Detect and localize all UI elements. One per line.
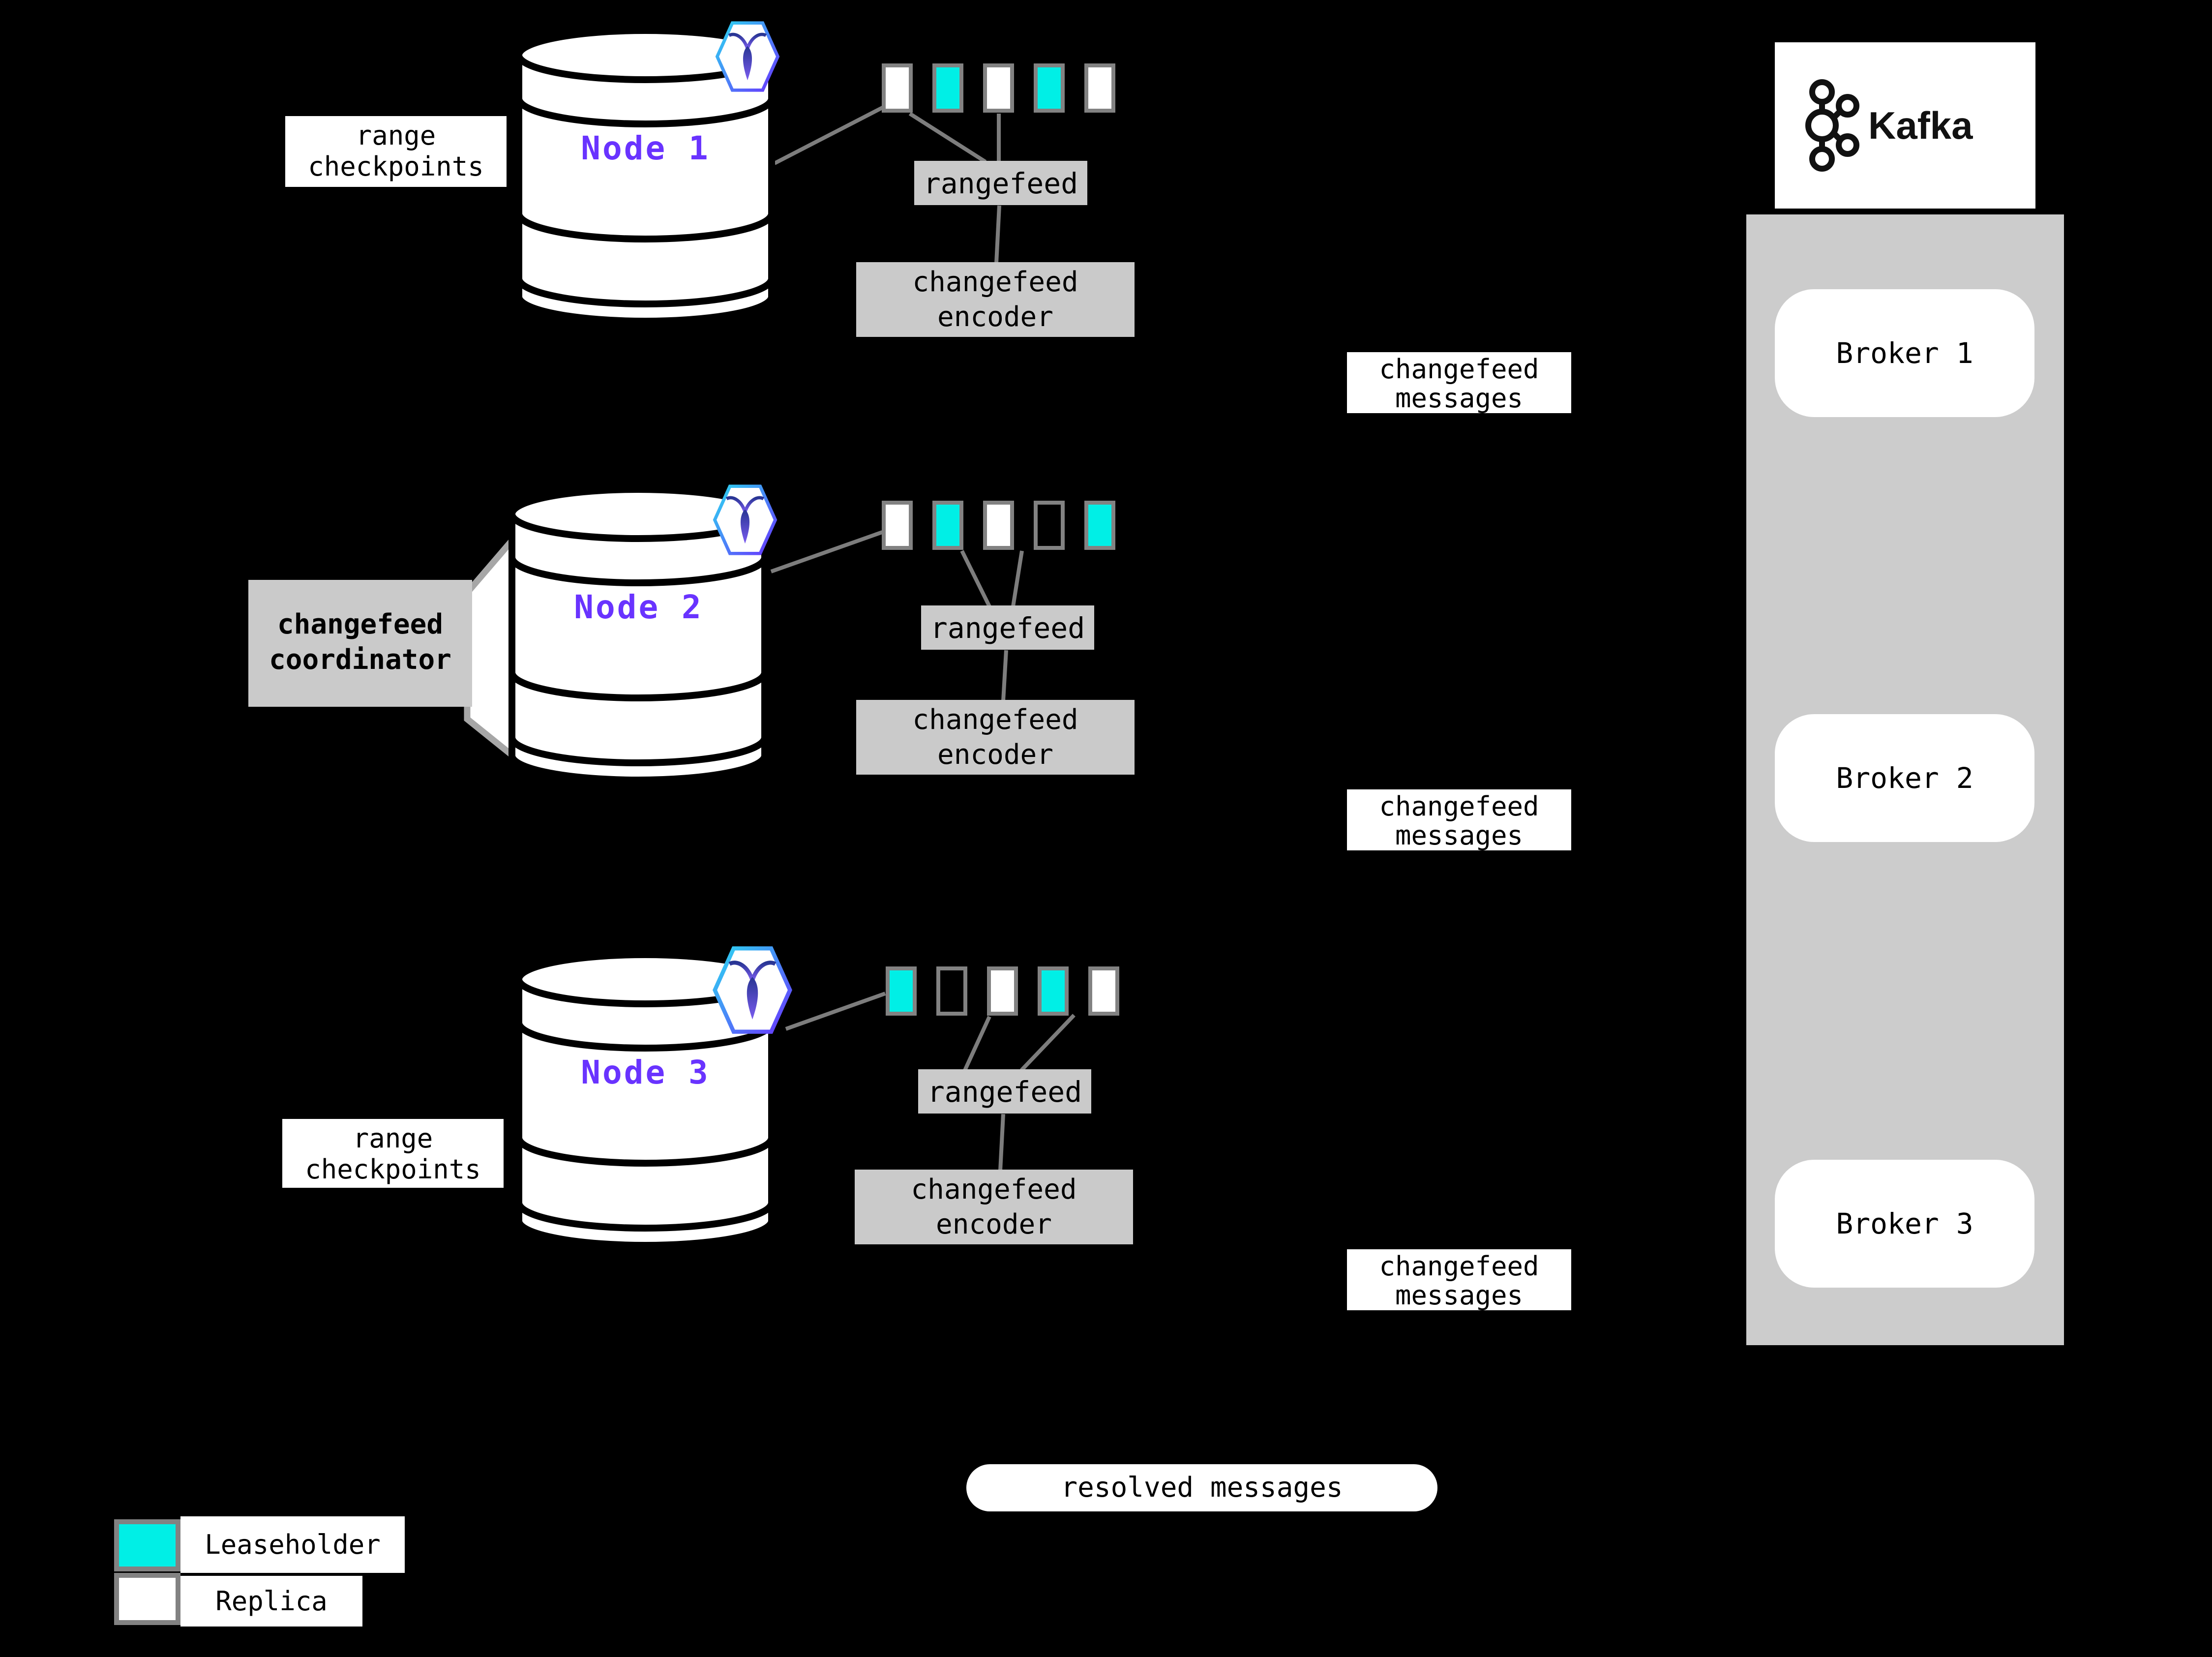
legend-leaseholder-swatch: [114, 1519, 180, 1571]
range-square: [882, 501, 913, 550]
legend-replica-label: Replica: [180, 1576, 362, 1627]
connector-line: [998, 1114, 1005, 1171]
kafka-logo-icon: [1805, 79, 1859, 172]
range-square: [932, 501, 963, 550]
kafka-logo-box: Kafka: [1775, 42, 2035, 209]
range-checkpoints-label: range checkpoints: [282, 1119, 504, 1188]
range-square: [1038, 966, 1069, 1016]
rangefeed-box: rangefeed: [921, 605, 1094, 650]
broker-box: Broker 1: [1775, 289, 2034, 417]
connector-line: [785, 992, 886, 1031]
connector-line: [994, 205, 1001, 264]
range-square: [1088, 966, 1119, 1016]
changefeed-messages-label: changefeed messages: [1347, 1249, 1571, 1310]
range-squares-row: [886, 966, 1119, 1016]
legend-replica-swatch: [114, 1573, 180, 1625]
range-square: [886, 966, 917, 1016]
range-square: [983, 501, 1014, 550]
node-cylinder: [515, 952, 775, 1249]
changefeed-encoder-box: changefeed encoder: [856, 700, 1135, 775]
rangefeed-box: rangefeed: [918, 1069, 1091, 1114]
resolved-messages-label: resolved messages: [966, 1464, 1437, 1511]
connector-line: [1001, 650, 1008, 701]
node-cylinder: [508, 487, 768, 783]
range-squares-row: [882, 501, 1115, 550]
broker-box: Broker 3: [1775, 1160, 2034, 1288]
node-label: Node 3: [581, 1054, 710, 1091]
range-square: [987, 966, 1018, 1016]
range-square: [1034, 63, 1065, 113]
connector-line: [1020, 1014, 1076, 1072]
connector-line: [960, 550, 991, 607]
changefeed-messages-label: changefeed messages: [1347, 789, 1571, 850]
changefeed-messages-label: changefeed messages: [1347, 352, 1571, 413]
connector-line: [1011, 550, 1024, 607]
node-cylinder: [515, 28, 775, 325]
range-square: [936, 966, 967, 1016]
connector-line: [963, 1016, 991, 1071]
rangefeed-box: rangefeed: [914, 161, 1087, 205]
broker-box: Broker 2: [1775, 714, 2034, 842]
range-square: [882, 63, 913, 113]
connector-line: [908, 112, 987, 164]
legend-leaseholder-label: Leaseholder: [180, 1516, 405, 1573]
connector-line: [774, 105, 884, 165]
range-square: [983, 63, 1014, 113]
changefeed-coordinator-label: changefeed coordinator: [248, 580, 472, 707]
cockroachdb-logo-icon: [713, 484, 777, 555]
range-square: [1084, 501, 1115, 550]
range-square: [1034, 501, 1065, 550]
range-square: [1084, 63, 1115, 113]
changefeed-encoder-box: changefeed encoder: [855, 1170, 1133, 1244]
range-checkpoints-label: range checkpoints: [285, 116, 507, 187]
node-label: Node 2: [574, 588, 703, 626]
range-square: [932, 63, 963, 113]
cockroachdb-logo-icon: [713, 946, 792, 1034]
node-label: Node 1: [581, 129, 710, 167]
connector-line: [770, 530, 883, 573]
cockroachdb-logo-icon: [715, 21, 780, 92]
kafka-brand-label: Kafka: [1868, 103, 1973, 147]
range-squares-row: [882, 63, 1115, 113]
changefeed-encoder-box: changefeed encoder: [856, 262, 1135, 337]
